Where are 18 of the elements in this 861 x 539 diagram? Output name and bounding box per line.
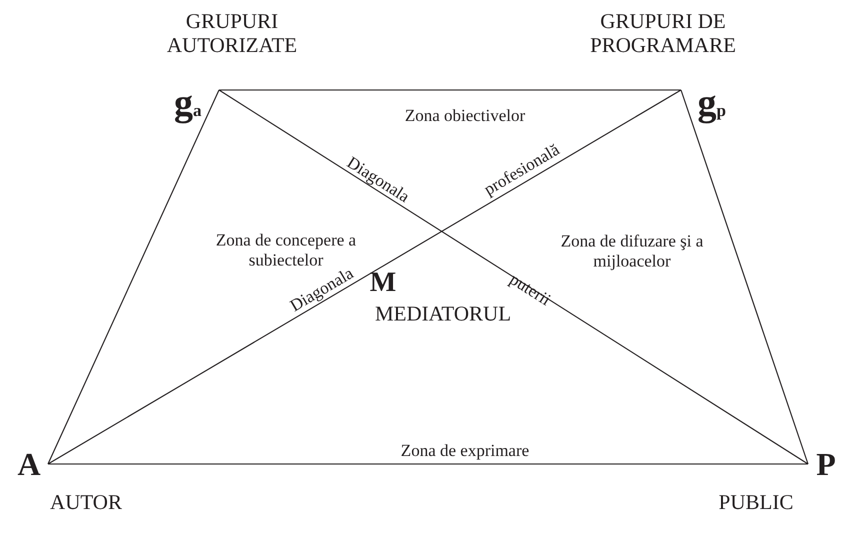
zone-label: Zona de difuzare şi a mijloacelor (560, 232, 704, 272)
vertex-caption: PUBLIC (718, 491, 794, 515)
connector-line (48, 463, 808, 465)
zone-label: Zona de concepere a subiectelor (214, 230, 358, 270)
connector-line (218, 90, 808, 464)
connector-line (48, 90, 682, 464)
connector-line (48, 90, 220, 464)
vertex-letter: A (10, 446, 48, 482)
zone-label: Zona de exprimare (400, 440, 530, 462)
zone-label: M (370, 266, 396, 300)
vertex-caption: AUTOR (50, 491, 122, 515)
connector-line (680, 90, 809, 464)
zone-label: Zona obiectivelor (404, 106, 526, 126)
connector-line (219, 89, 681, 91)
vertex-caption: GRUPURI AUTORIZATE (166, 10, 298, 58)
vertex-letter: P (808, 446, 844, 482)
vertex-caption: GRUPURI DE PROGRAMARE (589, 10, 737, 58)
zone-label: MEDIATORUL (374, 301, 512, 327)
